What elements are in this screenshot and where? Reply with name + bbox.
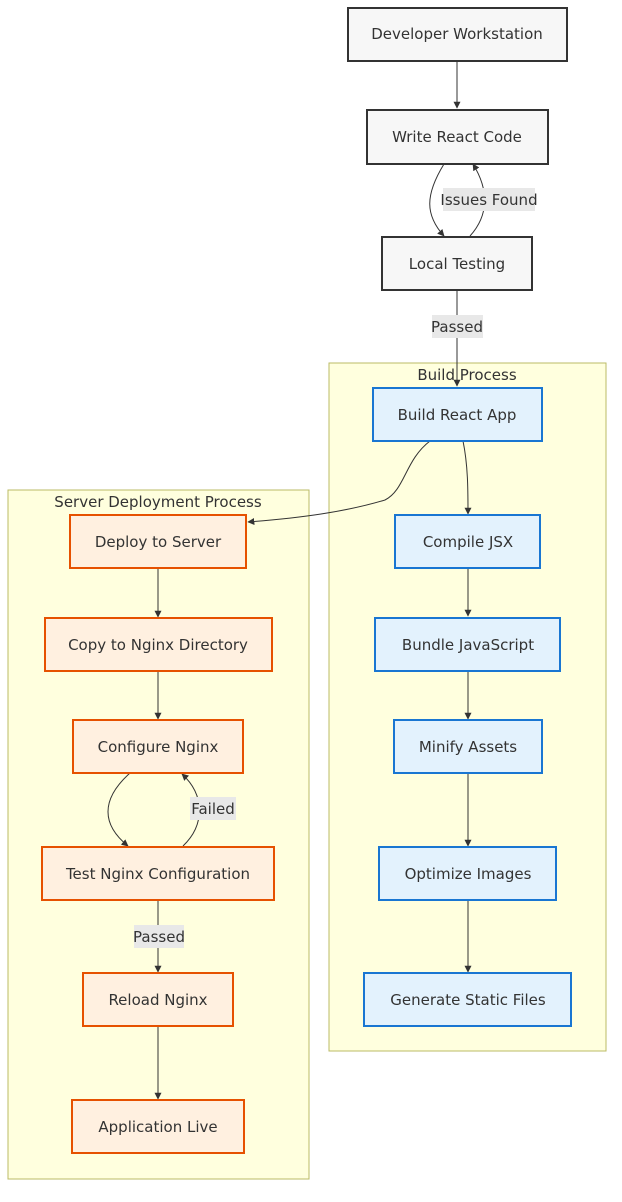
cluster-build-title: Build Process [417,366,517,384]
edge-build-to-jsx [462,440,472,515]
node-local-testing[interactable]: Local Testing [381,236,533,291]
edge-label-failed: Failed [190,797,236,820]
node-deploy-to-server[interactable]: Deploy to Server [69,514,247,569]
node-label: Minify Assets [419,738,517,756]
node-developer-workstation[interactable]: Developer Workstation [347,7,568,62]
cluster-deploy-title: Server Deployment Process [54,493,262,511]
node-label: Copy to Nginx Directory [68,636,248,654]
node-configure-nginx[interactable]: Configure Nginx [72,719,244,774]
svg-text:Passed: Passed [431,318,483,336]
node-test-nginx-configuration[interactable]: Test Nginx Configuration [41,846,275,901]
edge-label-issues-found: Issues Found [440,188,538,211]
svg-text:Issues Found: Issues Found [440,191,537,209]
node-label: Reload Nginx [108,991,207,1009]
node-label: Write React Code [392,128,522,146]
node-label: Test Nginx Configuration [65,865,250,883]
node-write-react-code[interactable]: Write React Code [366,109,549,165]
node-label: Local Testing [409,255,505,273]
node-reload-nginx[interactable]: Reload Nginx [82,972,234,1027]
node-minify-assets[interactable]: Minify Assets [393,719,543,774]
node-label: Developer Workstation [371,25,543,43]
svg-text:Failed: Failed [191,800,235,818]
node-build-react-app[interactable]: Build React App [372,387,543,442]
node-label: Compile JSX [423,533,513,551]
node-label: Application Live [98,1118,217,1136]
edge-build-to-deploy [247,440,431,526]
node-generate-static-files[interactable]: Generate Static Files [363,972,572,1027]
node-bundle-javascript[interactable]: Bundle JavaScript [374,617,561,672]
edge-label-passed-test: Passed [133,925,185,948]
node-label: Generate Static Files [390,991,546,1009]
node-label: Deploy to Server [95,533,222,551]
node-label: Build React App [398,406,517,424]
edge-write-to-local [429,163,445,237]
svg-text:Passed: Passed [133,928,185,946]
node-label: Configure Nginx [98,738,219,756]
node-label: Optimize Images [405,865,532,883]
node-label: Bundle JavaScript [402,636,534,654]
node-compile-jsx[interactable]: Compile JSX [394,514,541,569]
edges [107,61,486,1100]
node-optimize-images[interactable]: Optimize Images [378,846,557,901]
node-copy-to-nginx-directory[interactable]: Copy to Nginx Directory [44,617,273,672]
node-application-live[interactable]: Application Live [71,1099,245,1154]
edge-configure-to-test [107,772,131,847]
edge-label-passed-local: Passed [431,315,483,338]
